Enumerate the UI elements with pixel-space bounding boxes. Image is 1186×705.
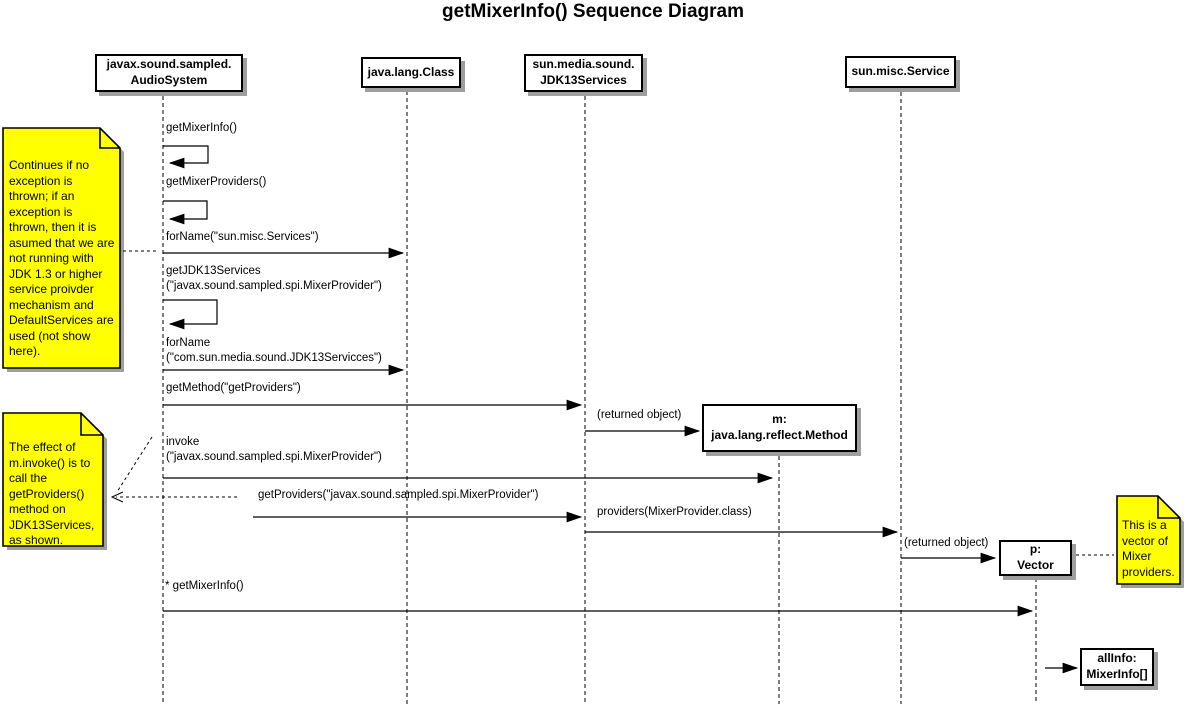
message-arrows: [163, 247, 1079, 674]
diagram-title: getMixerInfo() Sequence Diagram: [442, 1, 744, 22]
lifeline-header-jdk13services: sun.media.sound. JDK13Services: [524, 54, 643, 92]
message-label-providers: providers(MixerProvider.class): [597, 506, 752, 518]
message-label-returned-method: (returned object): [597, 409, 682, 421]
note1-body: [2, 127, 121, 369]
self-calls: [163, 145, 218, 330]
note-exception-text: Continues if no exception is thrown; if …: [9, 158, 115, 358]
lifelines: [162, 91, 1037, 704]
note2-fold-icon: [80, 413, 103, 436]
object-box-vector: p: Vector: [999, 540, 1072, 576]
message-label-getjdk13services: getJDK13Services ("javax.sound.sampled.s…: [166, 265, 382, 292]
selfcall-getjdk13services: [163, 299, 218, 330]
message-label-getmixerproviders: getMixerProviders(): [166, 176, 267, 188]
object-box-method: m: java.lang.reflect.Method: [702, 404, 857, 452]
message-label-forname-jdk13: forName ("com.sun.media.sound.JDK13Servi…: [166, 337, 382, 364]
lifeline-header-class: java.lang.Class: [361, 57, 461, 88]
note-invoke-effect-text: The effect of m.invoke() is to call the …: [9, 440, 95, 547]
note-vector-text: This is a vector of Mixer providers.: [1122, 518, 1175, 579]
lifeline-header-service: sun.misc.Service: [845, 56, 956, 88]
message-label-invoke: invoke ("javax.sound.sampled.spi.MixerPr…: [166, 436, 382, 463]
note2-body: [2, 412, 104, 547]
message-label-getmixerinfo: getMixerInfo(): [166, 122, 237, 134]
note3-fold-icon: [1157, 496, 1180, 519]
message-label-forname-services: forName("sun.misc.Services"): [166, 231, 319, 243]
note-bodies: [2, 127, 1181, 585]
message-label-returned-vector: (returned object): [904, 537, 989, 549]
selfcall-getmixerproviders: [163, 200, 208, 225]
message-label-star-getmixerinfo: * getMixerInfo(): [165, 580, 244, 592]
note2-connector-arrowhead: [110, 491, 124, 503]
note1-fold-icon: [99, 128, 120, 149]
message-label-getmethod: getMethod("getProviders"): [166, 382, 301, 394]
note-connectors: [116, 250, 1114, 556]
message-label-getproviders: getProviders("javax.sound.sampled.spi.Mi…: [258, 489, 539, 501]
object-box-allinfo: allInfo: MixerInfo[]: [1080, 648, 1154, 686]
lifeline-header-audiosystem: javax.sound.sampled. AudioSystem: [95, 54, 243, 92]
note2-connector-diagonal: [116, 436, 153, 493]
selfcall-getmixerinfo: [163, 145, 209, 169]
